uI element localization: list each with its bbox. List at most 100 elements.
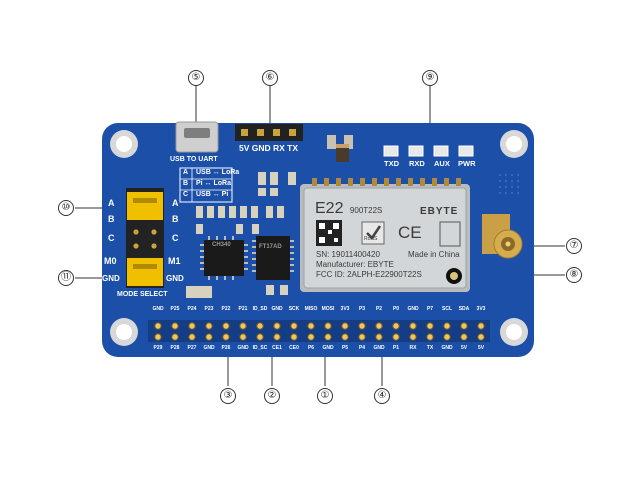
led-label-rxd: RXD — [409, 159, 425, 168]
usb-label: USB TO UART — [170, 156, 218, 163]
callout-4: ④ — [374, 388, 390, 404]
gpio-bottom-label-8: CE0 — [289, 345, 299, 351]
gpio-bottom-label-17: GND — [441, 345, 453, 351]
gpio-pin — [443, 333, 451, 341]
gpio-pin — [426, 333, 434, 341]
gpio-bottom-label-15: RX — [409, 345, 417, 351]
callout-9: ⑨ — [422, 70, 438, 86]
module-fcc: FCC ID: 2ALPH-E22900T22S — [316, 270, 422, 279]
level-shifter-chip — [256, 236, 290, 280]
gpio-pin — [205, 333, 213, 341]
chip2-marking: FT17AD — [259, 244, 282, 250]
mode-row-c-key: C — [183, 191, 189, 198]
chip1-marking: CH340 — [212, 242, 231, 248]
gpio-bottom-label-7: CE1 — [272, 345, 282, 351]
callout-3: ③ — [220, 388, 236, 404]
gpio-pin — [341, 322, 349, 330]
gpio-top-label-0: GND — [152, 306, 164, 312]
gpio-bottom-label-5: GND — [237, 345, 249, 351]
gpio-top-label-16: P7 — [426, 306, 434, 312]
module-series: E22 — [315, 200, 344, 217]
gpio-top-label-13: P2 — [375, 306, 383, 312]
callout-7: ⑦ — [566, 238, 582, 254]
gpio-pin — [222, 333, 230, 341]
gpio-pin — [375, 333, 383, 341]
gpio-pin — [375, 322, 383, 330]
gpio-bottom-label-19: 5V — [477, 345, 485, 351]
gpio-bottom-label-12: P4 — [358, 345, 366, 351]
gpio-pin — [392, 322, 400, 330]
uart-header — [235, 124, 303, 141]
gpio-bottom-label-11: P5 — [341, 345, 349, 351]
gpio-bottom-label-1: P28 — [170, 345, 180, 351]
gpio-pin — [171, 322, 179, 330]
module-manufacturer: Manufacturer: EBYTE — [316, 260, 394, 269]
led-label-txd: TXD — [384, 159, 399, 168]
jumper-right-a: A — [172, 198, 179, 208]
gpio-pin — [290, 322, 298, 330]
gpio-pin — [171, 333, 179, 341]
gpio-bottom-label-14: P1 — [392, 345, 400, 351]
gpio-pin — [460, 322, 468, 330]
jumper-left-gnd: GND — [102, 274, 120, 283]
gpio-pin — [154, 333, 162, 341]
gpio-top-label-2: P24 — [187, 306, 197, 312]
gpio-bottom-label-18: 5V — [460, 345, 468, 351]
callout-10: ⑩ — [58, 200, 74, 216]
mode-row-a-text: USB ↔ LoRa — [196, 169, 240, 176]
gpio-pin — [222, 322, 230, 330]
gpio-bottom-label-3: GND — [203, 345, 215, 351]
gpio-bottom-label-16: TX — [426, 345, 434, 351]
module-made: Made in China — [408, 250, 460, 259]
jumper-right-b: B — [172, 214, 179, 224]
gpio-top-label-9: MISO — [304, 306, 318, 312]
gpio-top-label-10: MOSI — [321, 306, 335, 312]
gpio-top-label-11: 3V3 — [340, 306, 350, 312]
gpio-pin — [307, 322, 315, 330]
gpio-pin — [239, 322, 247, 330]
module-code: 900T22S — [349, 206, 383, 215]
gpio-bottom-label-0: P29 — [153, 345, 163, 351]
callout-8: ⑧ — [566, 267, 582, 283]
gpio-header — [148, 320, 490, 342]
gpio-bottom-label-13: GND — [373, 345, 385, 351]
mode-row-a-key: A — [183, 169, 189, 176]
gpio-pin — [154, 322, 162, 330]
led-label-aux: AUX — [434, 159, 450, 168]
gpio-bottom-label-6: ID_SC — [252, 345, 268, 351]
gpio-pin — [443, 322, 451, 330]
module-rohs: RoHS — [364, 236, 378, 242]
gpio-pin — [239, 333, 247, 341]
module-brand: EBYTE — [420, 206, 459, 217]
gpio-pin — [477, 333, 485, 341]
sma-antenna-connector — [482, 214, 523, 259]
gpio-top-label-7: GND — [271, 306, 283, 312]
gpio-pin — [358, 333, 366, 341]
gpio-pin — [273, 333, 281, 341]
usb-uart-chip — [204, 240, 244, 276]
gpio-top-label-8: SCK — [288, 306, 300, 312]
gpio-top-label-6: ID_SD — [252, 306, 268, 312]
gpio-pin — [409, 333, 417, 341]
jumper-left-b: B — [108, 214, 115, 224]
gpio-bottom-label-9: P6 — [307, 345, 315, 351]
status-leds — [383, 145, 474, 157]
mode-row-b-text: Pi ↔ LoRa — [196, 180, 232, 187]
gpio-pin — [188, 322, 196, 330]
module-model: E22 900T22S — [315, 200, 382, 218]
mode-row-b-key: B — [183, 180, 189, 187]
jumper-right-gnd: GND — [166, 274, 184, 283]
gpio-top-label-5: P21 — [238, 306, 248, 312]
jumper-right-c: C — [172, 233, 179, 243]
module-ce: CE — [398, 223, 422, 242]
gpio-pin — [358, 322, 366, 330]
gpio-pin — [188, 333, 196, 341]
gpio-pin — [290, 333, 298, 341]
gpio-bottom-label-4: P26 — [221, 345, 231, 351]
gpio-top-label-3: P23 — [204, 306, 214, 312]
gpio-pin — [477, 322, 485, 330]
gpio-pin — [205, 322, 213, 330]
gpio-pin — [256, 333, 264, 341]
mounting-holes — [110, 130, 528, 346]
